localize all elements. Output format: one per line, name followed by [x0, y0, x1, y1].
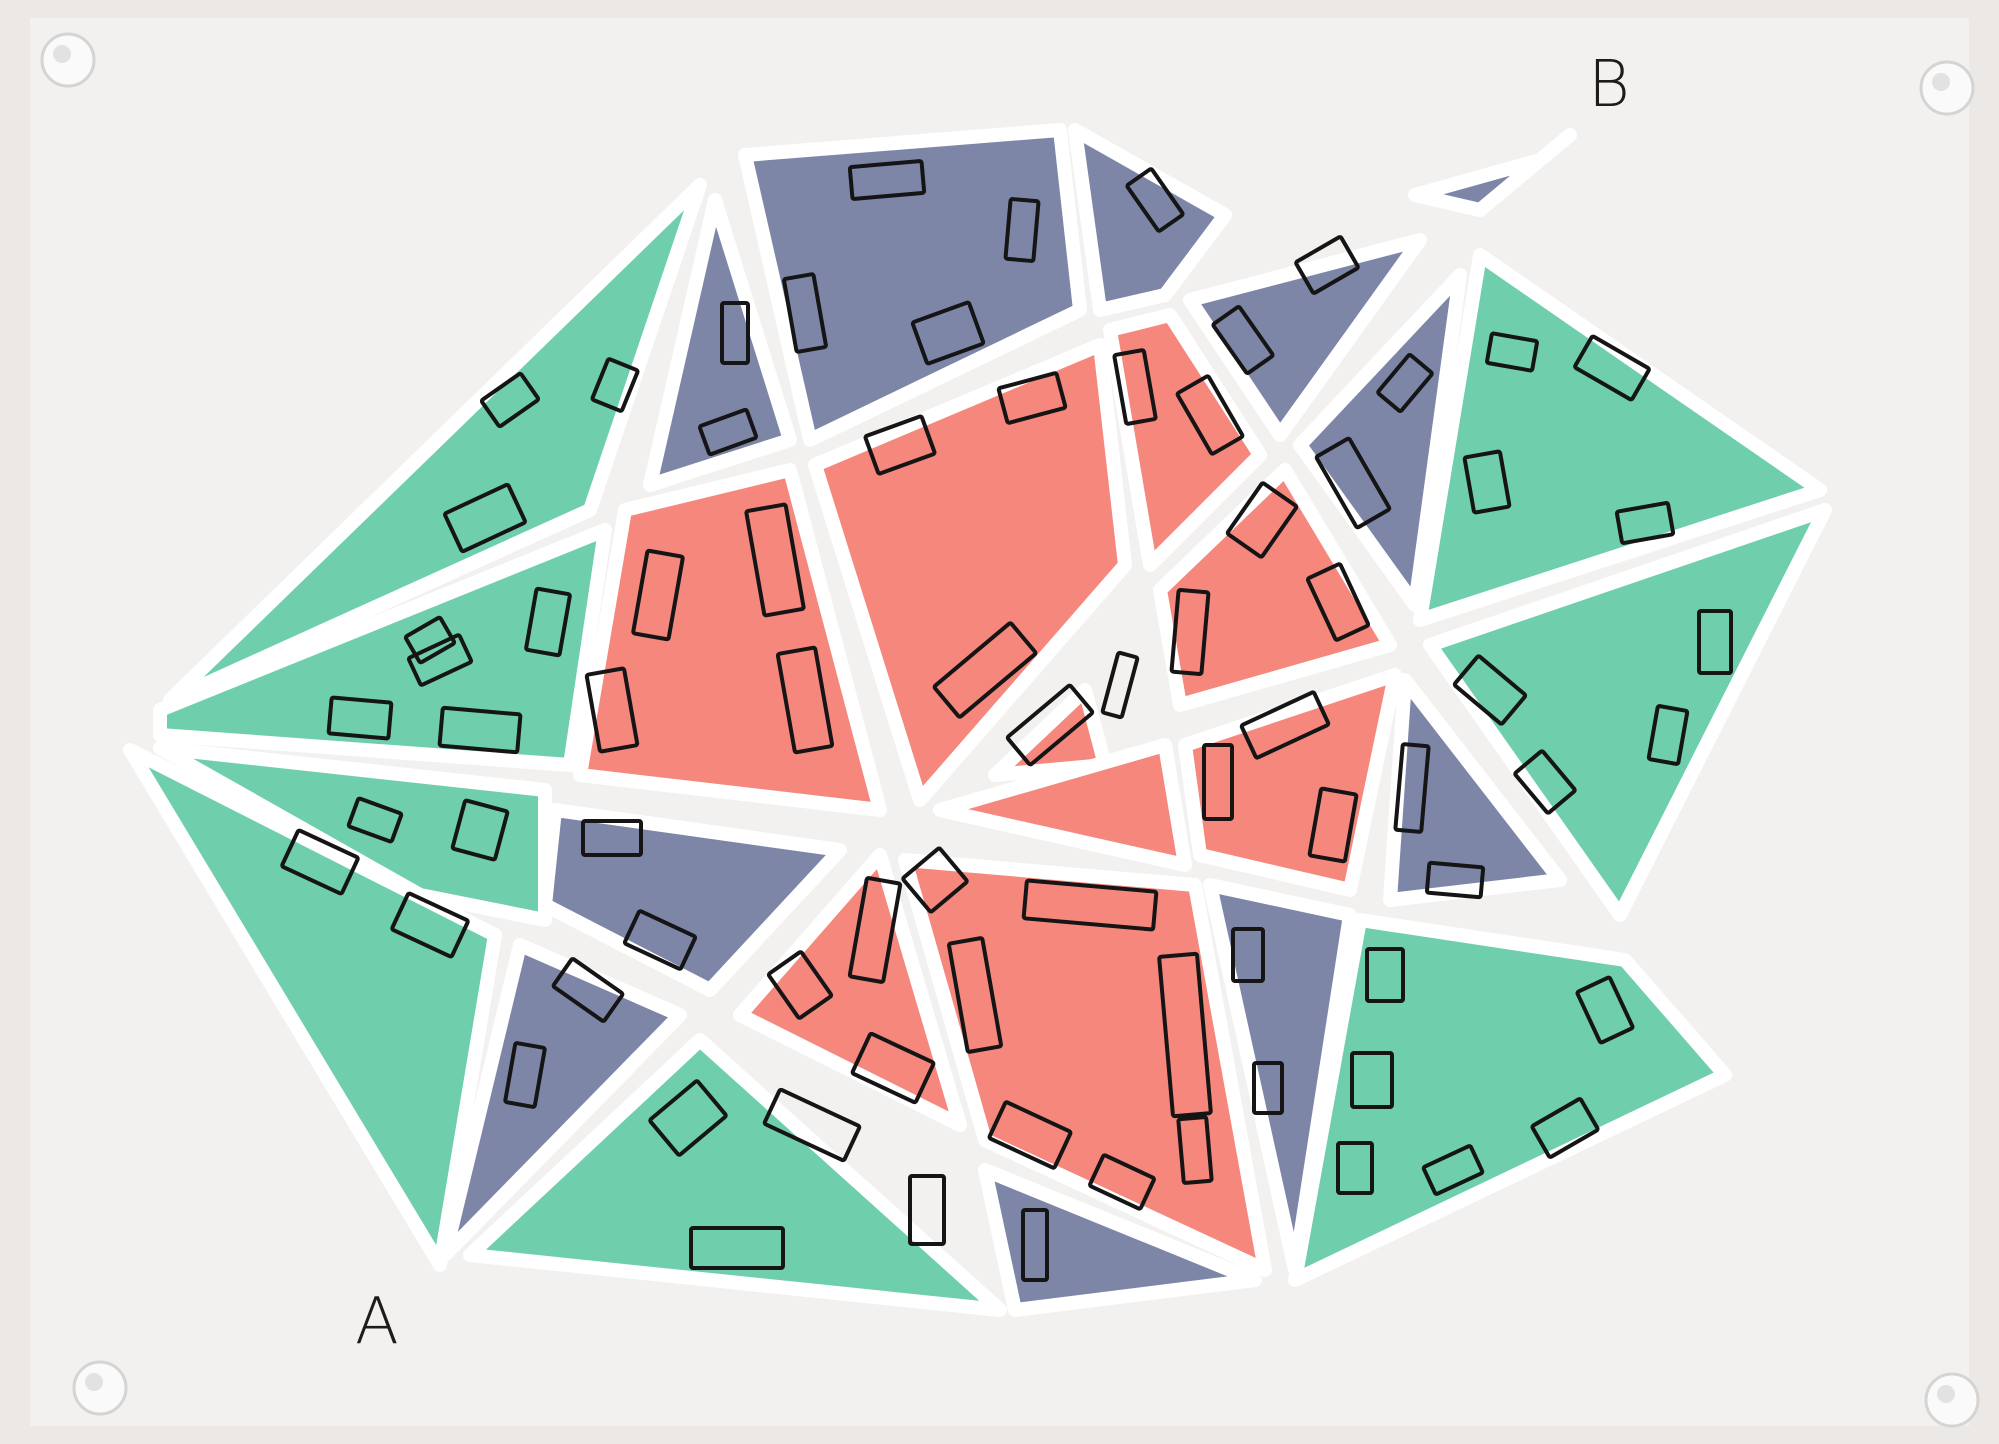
- zone-g-left-mid: [153, 523, 612, 772]
- building-block: [1202, 743, 1234, 821]
- zone-s-tail-b: [1408, 128, 1577, 217]
- building-block: [1231, 927, 1265, 983]
- building-block: [987, 1100, 1073, 1170]
- building-block: [775, 645, 835, 755]
- building-block: [1365, 947, 1405, 1003]
- building-block: [1452, 654, 1528, 726]
- building-block: [1211, 305, 1275, 375]
- building-block: [1225, 481, 1299, 559]
- point-label-a: A: [355, 1285, 399, 1359]
- building-block: [1336, 1141, 1374, 1195]
- building-block: [1614, 501, 1676, 545]
- building-block: [1307, 786, 1359, 864]
- building-block: [450, 798, 510, 862]
- pushpin-highlight: [85, 1373, 103, 1391]
- building-block: [744, 502, 806, 618]
- zone-c-center: [933, 738, 1192, 872]
- building-block: [1157, 951, 1213, 1119]
- building-block: [406, 633, 474, 687]
- building-block: [1697, 609, 1733, 675]
- zone-s-top-a: [738, 123, 1087, 447]
- building-block: [720, 301, 750, 365]
- building-block: [1294, 235, 1360, 295]
- building-block: [280, 828, 360, 896]
- building-block: [326, 695, 394, 741]
- building-block: [1112, 348, 1158, 426]
- zone-c-bottom-left: [733, 848, 967, 1132]
- building-block: [479, 371, 541, 429]
- zone-g-bottom-left: [123, 743, 502, 1272]
- building-block: [863, 414, 937, 476]
- building-block: [847, 159, 927, 201]
- building-block: [1376, 353, 1434, 413]
- zone-c-left: [573, 463, 887, 817]
- building-block: [782, 272, 828, 354]
- building-block: [901, 846, 969, 914]
- building-block: [581, 819, 643, 857]
- building-block: [697, 407, 759, 457]
- building-block: [1169, 588, 1211, 676]
- zone-g-top-left: [163, 178, 707, 707]
- zone-s-top-d: [1183, 233, 1427, 442]
- building-block: [648, 1079, 728, 1157]
- building-block: [908, 1174, 946, 1246]
- building-block: [1176, 1115, 1214, 1185]
- building-block: [932, 621, 1038, 719]
- building-block: [1125, 167, 1185, 233]
- building-block: [443, 482, 527, 554]
- building-block: [762, 1087, 862, 1163]
- building-block: [947, 936, 1003, 1054]
- building-block: [1100, 650, 1140, 720]
- building-block: [1088, 1153, 1156, 1211]
- building-block: [1393, 742, 1431, 834]
- building-block: [1005, 683, 1095, 767]
- building-block: [503, 1041, 547, 1109]
- building-block: [996, 371, 1068, 425]
- building-block: [847, 876, 903, 984]
- building-block: [850, 1031, 936, 1105]
- building-block: [766, 950, 834, 1020]
- building-block: [1314, 436, 1392, 530]
- pushpin-highlight: [1937, 1385, 1955, 1403]
- building-block: [1239, 690, 1331, 760]
- building-block: [1003, 197, 1041, 263]
- building-block: [390, 891, 470, 959]
- building-block: [1021, 1208, 1049, 1282]
- building-block: [1305, 562, 1371, 642]
- building-block: [590, 357, 640, 413]
- building-block: [1462, 449, 1512, 515]
- point-label-b: B: [1588, 48, 1630, 122]
- building-block: [1350, 1051, 1394, 1109]
- zone-g-right-top: [1413, 248, 1827, 627]
- building-block: [1252, 1061, 1284, 1115]
- building-block: [403, 615, 457, 665]
- building-block: [584, 666, 640, 754]
- building-block: [1573, 334, 1651, 402]
- building-block: [689, 1226, 785, 1270]
- building-block: [1421, 1144, 1485, 1196]
- building-block: [1175, 374, 1245, 456]
- building-block: [910, 300, 986, 366]
- zone-c-bottom-big: [898, 853, 1272, 1277]
- pushpin-highlight: [1932, 73, 1950, 91]
- building-block: [1424, 860, 1486, 900]
- building-block: [1513, 749, 1577, 815]
- building-block: [1485, 331, 1539, 373]
- pushpin-highlight: [53, 45, 71, 63]
- building-block: [1530, 1097, 1600, 1159]
- building-block: [551, 957, 625, 1023]
- zone-s-bottom: [978, 1163, 1262, 1317]
- zone-c-right-lower: [1178, 668, 1402, 897]
- building-block: [1646, 704, 1690, 766]
- zone-g-bottom: [463, 1033, 1007, 1317]
- building-block: [437, 705, 523, 755]
- building-block: [1575, 975, 1635, 1045]
- building-block: [524, 586, 572, 658]
- building-block: [346, 796, 404, 844]
- building-block: [1021, 878, 1159, 932]
- building-block: [631, 548, 685, 642]
- building-block: [622, 909, 698, 971]
